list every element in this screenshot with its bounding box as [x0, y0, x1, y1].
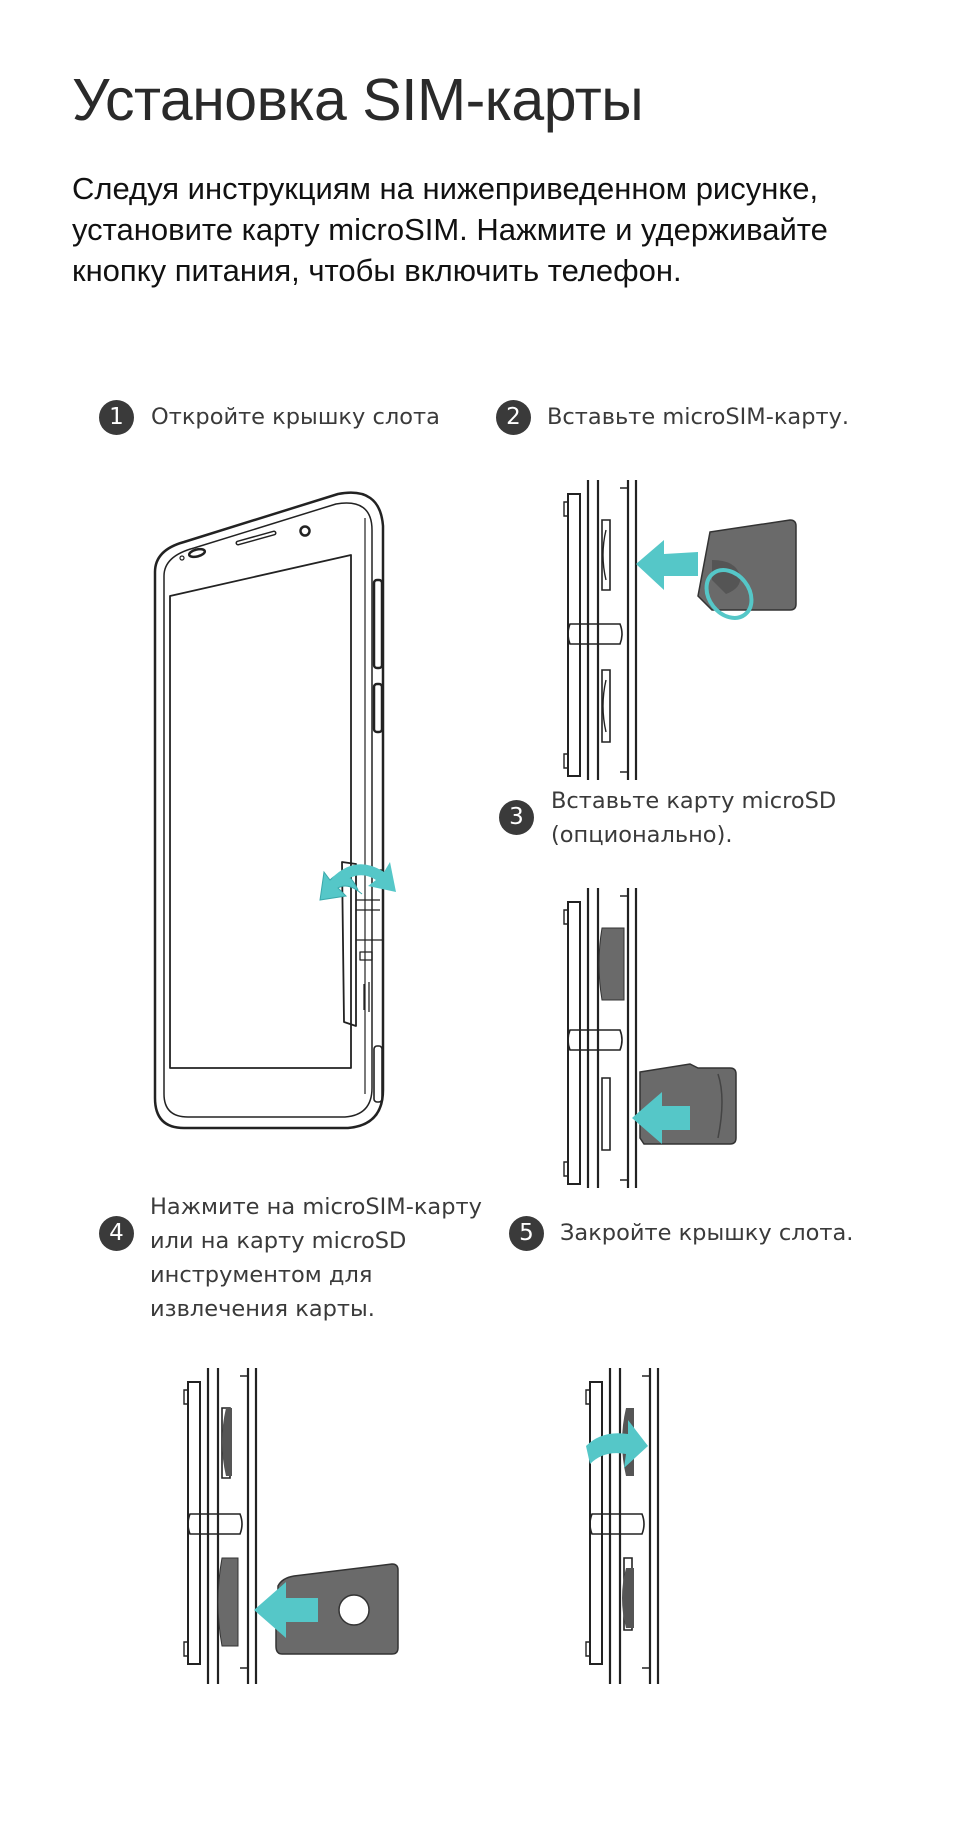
step-2-text: Вставьте microSIM-карту.: [547, 404, 850, 430]
step-1-text: Откройте крышку слота: [151, 404, 440, 430]
step-5-text: Закройте крышку слота.: [560, 1220, 854, 1246]
close-slot-illustration: [585, 1368, 660, 1684]
step-1-number: 1: [99, 400, 134, 435]
step-3: 3 Вставьте карту microSD (опционально).: [499, 784, 836, 852]
step-3-text: Вставьте карту microSD (опционально).: [551, 788, 837, 848]
step-5-number: 5: [509, 1216, 544, 1251]
step-4-number: 4: [99, 1216, 134, 1251]
step-4-text: Нажмите на microSIM-карту или на карту m…: [150, 1194, 482, 1322]
step-4: 4 Нажмите на microSIM-карту или на карту…: [99, 1190, 482, 1326]
step-2: 2 Вставьте microSIM-карту.: [496, 400, 849, 435]
insert-microsd-illustration: [563, 888, 737, 1188]
phone-illustration: [153, 491, 396, 1130]
intro-paragraph: Следуя инструкциям на нижеприведенном ри…: [72, 171, 828, 288]
insert-microsim-illustration: [563, 480, 797, 780]
eject-tool-illustration: [183, 1368, 399, 1684]
page-title: Установка SIM-карты: [72, 67, 644, 133]
step-3-number: 3: [499, 800, 534, 835]
step-5: 5 Закройте крышку слота.: [509, 1216, 853, 1251]
step-2-number: 2: [496, 400, 531, 435]
step-1: 1 Откройте крышку слота: [99, 400, 440, 435]
